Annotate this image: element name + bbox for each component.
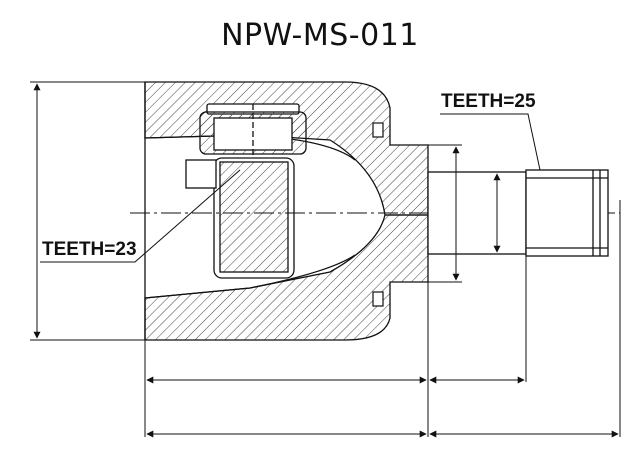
leader-teeth-23 bbox=[40, 169, 241, 263]
part-number-title: NPW-MS-011 bbox=[221, 18, 419, 53]
shaft-neck bbox=[427, 171, 527, 255]
label-teeth-23: TEETH=23 bbox=[42, 239, 137, 260]
leaders bbox=[40, 113, 541, 263]
leader-teeth-25 bbox=[440, 113, 541, 171]
label-teeth-25: TEETH=25 bbox=[441, 91, 536, 112]
spider-hub bbox=[185, 159, 217, 189]
shaft-spline bbox=[525, 169, 609, 257]
upper-slot bbox=[372, 122, 384, 138]
cavity-lower-curve bbox=[144, 254, 356, 299]
dimension-lines bbox=[30, 81, 621, 438]
lower-slot bbox=[372, 291, 384, 307]
spider-arm-teeth bbox=[219, 161, 289, 273]
tripod-roller bbox=[185, 103, 307, 279]
stub-shaft bbox=[427, 169, 609, 257]
wall-slots bbox=[372, 122, 384, 307]
